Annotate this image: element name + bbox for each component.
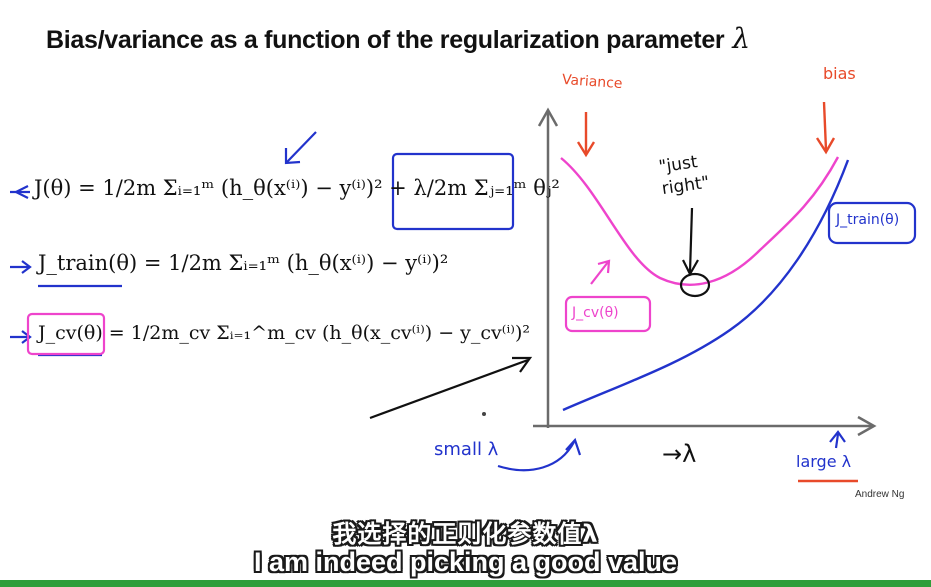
red-arrows (576, 101, 858, 483)
author-credit: Andrew Ng (855, 489, 905, 500)
large-lambda-label: large λ (796, 452, 852, 471)
bias-label: bias (823, 64, 856, 83)
magenta-annotations (26, 259, 652, 356)
arrow-jcv-head (21, 330, 32, 344)
small-lambda-arrow (497, 441, 575, 472)
variance-arrowhead (576, 141, 596, 158)
video-progress-bar[interactable] (0, 580, 931, 587)
small-lambda-arrowhead (565, 437, 582, 456)
plot-axes (533, 107, 877, 437)
jtrain-curve-label: J_train(θ) (836, 212, 900, 228)
bias-arrowhead (815, 137, 836, 155)
blue-pointer-arrow (286, 131, 317, 163)
video-progress-fill (0, 580, 931, 587)
title-lambda-symbol: λ (732, 22, 750, 55)
large-lambda-arrow (834, 433, 840, 449)
equation-j-cv: J_cv(θ) = 1/2m_cv Σᵢ₌₁^m_cv (h_θ(x_cv⁽ⁱ⁾… (38, 322, 530, 344)
large-lambda-arrowhead (829, 430, 846, 443)
equation-j-theta: J(θ) = 1/2m Σᵢ₌₁ᵐ (h_θ(x⁽ⁱ⁾) − y⁽ⁱ⁾)² + … (34, 176, 560, 200)
jcv-label-arrow (590, 261, 609, 285)
y-axis-arrowhead (537, 107, 559, 127)
bias-arrow (822, 101, 828, 151)
jcv-curve (560, 156, 840, 286)
subtitle-chinese: 我选择的正则化参数值λ (332, 520, 599, 548)
small-lambda-label: small λ (434, 439, 499, 460)
subtitle-english: I am indeed picking a good value (253, 547, 678, 577)
arrow-jtrain-head (21, 260, 32, 274)
regularization-term-box (391, 152, 515, 231)
just-right-arrow (688, 207, 694, 273)
blue-pointer-arrowhead (284, 148, 301, 165)
slide-drawing (10, 101, 917, 483)
title-text: Bias/variance as a function of the regul… (46, 26, 725, 54)
equation-j-train: J_train(θ) = 1/2m Σᵢ₌₁ᵐ (h_θ(x⁽ⁱ⁾) − y⁽ⁱ… (38, 251, 449, 275)
jcv-curve-label: J_cv(θ) (572, 305, 619, 321)
slide-title: Bias/variance as a function of the regul… (46, 22, 750, 55)
jcv-box (26, 312, 106, 356)
black-arrows (369, 207, 711, 420)
jtrain-curve (562, 159, 850, 412)
diagonal-arrowhead (512, 356, 533, 373)
lecture-slide: Bias/variance as a function of the regul… (10, 22, 917, 500)
minimum-circle (679, 272, 711, 298)
subtitle-area (0, 500, 931, 580)
x-axis-arrowhead (857, 415, 877, 437)
jcv-label-arrowhead (597, 259, 611, 274)
jtrain-label-box (827, 201, 917, 245)
pointer-dot (482, 412, 486, 416)
jcv-label-box (564, 295, 652, 333)
x-axis-lambda-label: →λ (662, 440, 697, 468)
diagonal-arrow (369, 358, 529, 420)
